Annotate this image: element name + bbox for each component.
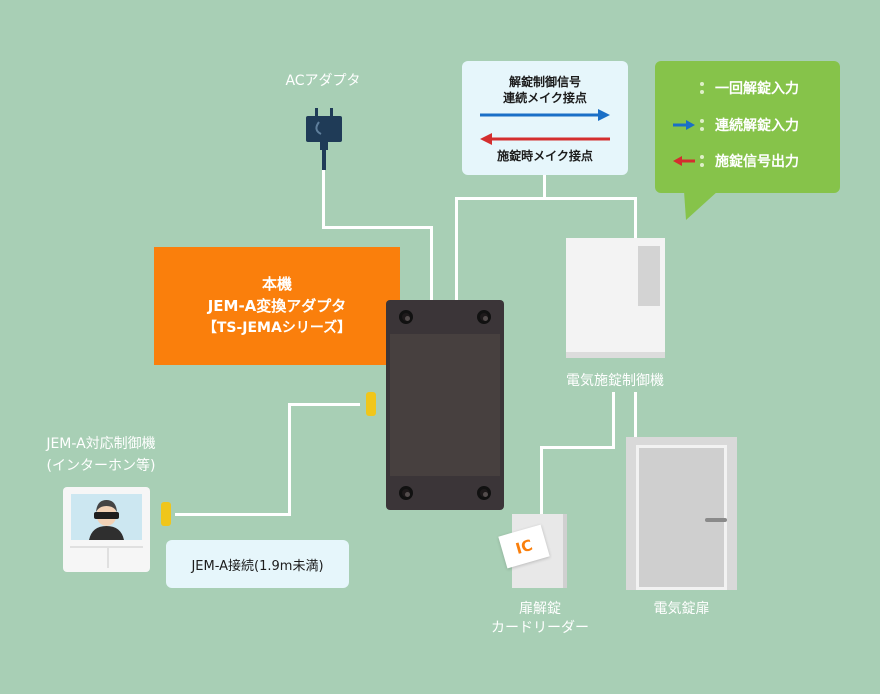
wire-ac-horizontal [322,226,432,229]
wire-signal-to-adapter [455,197,458,300]
colon-icon [700,154,704,168]
ic-card-text: IC [513,535,535,558]
connection-label-box: JEM-A接続(1.9m未満) [166,540,349,588]
card-reader-label-2: カードリーダー [491,620,589,636]
legend-label: 連続解錠入力 [715,118,799,134]
screw-icon [477,310,491,324]
wire-signal-drop [543,175,546,199]
intercom-buttons [70,546,143,568]
connector-icon [161,502,171,526]
legend-pointer [684,191,718,220]
colon-icon [700,118,704,132]
signal-line-2: 連続メイク接点 [503,91,587,105]
card-reader-label-1: 扉解錠 [519,601,561,617]
signal-line-1: 解錠制御信号 [508,75,581,89]
arrow-right-icon [480,109,610,121]
legend-item: 連続解錠入力 [655,113,840,137]
main-adapter-line-2: JEM-A変換アダプタ [207,297,347,315]
legend-label: 施錠信号出力 [715,154,799,170]
colon-icon [700,81,704,95]
wire-to-intercom [175,513,291,516]
intercom-screen [71,494,142,540]
wire-connector-vertical [288,403,291,516]
controller-panel [638,246,660,306]
main-adapter-line-1: 本機 [261,275,292,293]
main-adapter-line-3: 【TS-JEMAシリーズ】 [202,320,352,336]
lock-controller-device [566,238,665,358]
legend: 一回解錠入力 連続解錠入力 施錠信号出力 [655,61,840,193]
adapter-panel [390,334,500,476]
arrow-left-icon [673,156,695,166]
door-panel [636,445,727,590]
wire-connector-horizontal [288,403,360,406]
door-icon [626,437,737,590]
intercom-label-2: (インターホン等) [46,458,156,474]
wire-reader-vertical [540,446,543,514]
intercom-label-1: JEM-A対応制御機 [46,436,156,452]
legend-item: 施錠信号出力 [655,149,840,173]
connection-label: JEM-A接続(1.9m未満) [191,558,324,574]
wire-signal-to-controller [634,197,637,238]
ac-adapter-label: ACアダプタ [285,73,361,89]
arrow-right-icon [673,120,695,130]
wire-controller-down [634,392,637,437]
ac-plug-icon [306,108,342,172]
legend-label: 一回解錠入力 [715,81,799,97]
main-adapter-label: 本機 JEM-A変換アダプタ 【TS-JEMAシリーズ】 [154,247,400,365]
adapter-device [386,300,504,510]
lock-controller-label: 電気施錠制御機 [566,373,664,389]
screw-icon [477,486,491,500]
connector-icon [366,392,376,416]
screw-icon [399,310,413,324]
wire-reader-horizontal [540,446,615,449]
arrow-left-icon [480,133,610,145]
screw-icon [399,486,413,500]
door-label: 電気錠扉 [653,601,710,617]
door-handle-icon [705,518,727,522]
wire-ac-to-adapter [430,226,433,300]
signal-info-box: 解錠制御信号 連続メイク接点 施錠時メイク接点 [462,61,628,175]
wire-controller-left-down [612,392,615,448]
wire-ac-vertical [322,170,325,228]
legend-item: 一回解錠入力 [655,76,840,100]
wire-signal-horizontal [455,197,637,200]
signal-line-3: 施錠時メイク接点 [497,149,593,163]
intercom-device [63,487,150,572]
person-icon [89,500,124,540]
